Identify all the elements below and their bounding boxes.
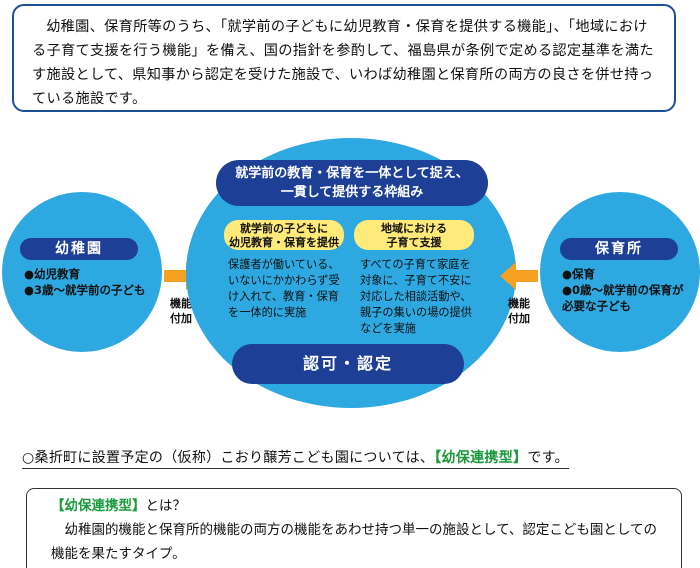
arrow-left-icon: [500, 262, 538, 290]
intro-text: 幼稚園、保育所等のうち、「就学前の子どもに幼児教育・保育を提供する機能」、「地域…: [32, 19, 654, 107]
function-pill-education: 就学前の子どもに 幼児教育・保育を提供: [224, 220, 344, 250]
pill-line: 幼児教育・保育を提供: [229, 236, 339, 249]
nursery-items: ●保育 ●0歳～就学前の保育が必要な子ども: [562, 266, 686, 314]
kindergarten-circle: [2, 192, 162, 352]
intro-box: 幼稚園、保育所等のうち、「就学前の子どもに幼児教育・保育を提供する機能」、「地域…: [12, 4, 676, 112]
definition-term: 【幼保連携型】: [51, 498, 146, 514]
support-description: すべての子育て家庭を対象に、子育て不安に対応した相談活動や、親子の集いの場の提供…: [360, 258, 472, 335]
center-heading: 就学前の教育・保育を一体として捉え、 一貫して提供する枠組み: [216, 160, 488, 206]
kindergarten-items: ●幼児教育 ●3歳～就学前の子ども: [24, 266, 154, 298]
left-arrow-label: 機能 付加: [166, 296, 196, 326]
education-description: 保護者が働いている、いないにかかわらず受け入れて、教育・保育を一体的に実施: [228, 258, 340, 319]
center-heading-line: 就学前の教育・保育を一体として捉え、: [235, 166, 469, 181]
definition-box: 【幼保連携型】とは？ 幼稚園的機能と保育所的機能の両方の機能をあわせ持つ単一の施…: [26, 488, 682, 568]
right-arrow-label: 機能 付加: [504, 296, 534, 326]
facility-type-note: ○桑折町に設置予定の（仮称）こおり醸芳こども園については、【幼保連携型】です。: [22, 447, 569, 469]
approval-label: 認可・認定: [232, 344, 464, 384]
note-suffix: です。: [527, 450, 569, 466]
pill-line: 子育て支援: [386, 236, 442, 249]
nursery-item: ●保育: [562, 267, 596, 281]
kindergarten-title: 幼稚園: [20, 238, 138, 260]
arrow-label-line: 機能: [170, 297, 192, 310]
function-pill-support: 地域における 子育て支援: [354, 220, 474, 250]
kindergarten-item: ●3歳～就学前の子ども: [24, 283, 146, 297]
arrow-label-line: 付加: [170, 312, 192, 325]
definition-question: とは？: [145, 498, 187, 514]
arrow-label-line: 機能: [508, 297, 530, 310]
nursery-item: ●0歳～就学前の保育が必要な子ども: [562, 283, 684, 313]
pill-line: 地域における: [381, 222, 447, 235]
arrow-label-line: 付加: [508, 312, 530, 325]
center-heading-line: 一貫して提供する枠組み: [280, 185, 424, 200]
nursery-title: 保育所: [560, 238, 678, 260]
note-prefix: ○桑折町に設置予定の（仮称）こおり醸芳こども園については、: [22, 450, 435, 466]
note-highlight: 【幼保連携型】: [434, 450, 528, 466]
kindergarten-item: ●幼児教育: [24, 267, 81, 281]
definition-text: 幼稚園的機能と保育所的機能の両方の機能をあわせ持つ単一の施設として、認定こども園…: [51, 522, 658, 562]
pill-line: 就学前の子どもに: [240, 222, 328, 235]
nursery-circle: [540, 192, 700, 352]
